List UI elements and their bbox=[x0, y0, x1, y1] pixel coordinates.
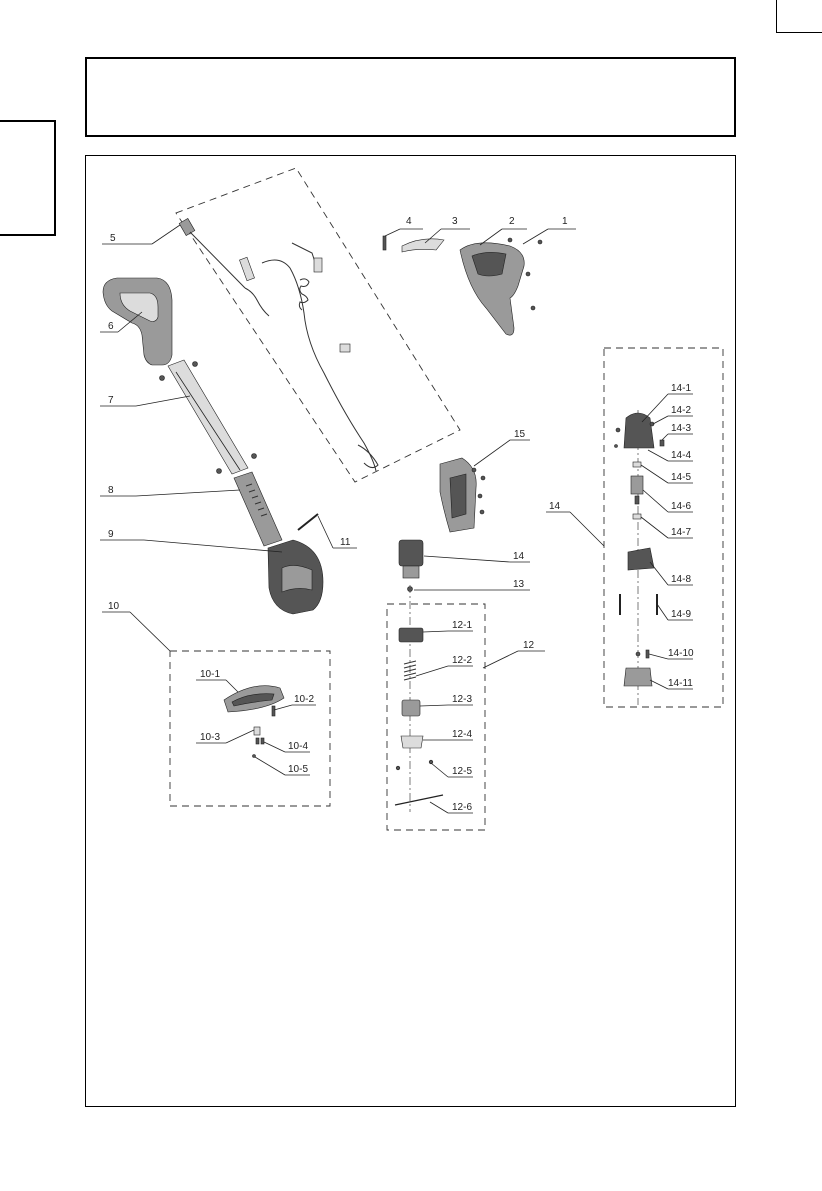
group-10-outline bbox=[170, 651, 330, 806]
label-12-6: 12-6 bbox=[452, 802, 472, 813]
guard-parts bbox=[224, 686, 284, 758]
label-12-2: 12-2 bbox=[452, 655, 472, 666]
cover-parts bbox=[383, 236, 542, 335]
label-9: 9 bbox=[108, 529, 114, 540]
label-14-11: 14-11 bbox=[668, 678, 693, 689]
label-2: 2 bbox=[509, 216, 515, 227]
label-15: 15 bbox=[514, 429, 526, 440]
label-6: 6 bbox=[108, 321, 114, 332]
label-3: 3 bbox=[452, 216, 458, 227]
label-10-4: 10-4 bbox=[288, 741, 308, 752]
label-14-6: 14-6 bbox=[671, 501, 691, 512]
screw-11 bbox=[298, 514, 318, 530]
label-10: 10 bbox=[108, 601, 120, 612]
label-14-10: 14-10 bbox=[668, 648, 694, 659]
label-1: 1 bbox=[562, 216, 568, 227]
motor-part bbox=[399, 540, 423, 592]
group-14-outline bbox=[604, 348, 723, 707]
label-8: 8 bbox=[108, 485, 114, 496]
label-12-3: 12-3 bbox=[452, 694, 472, 705]
label-12-4: 12-4 bbox=[452, 729, 472, 740]
label-5: 5 bbox=[110, 233, 116, 244]
label-10-3: 10-3 bbox=[200, 732, 220, 743]
label-12-5: 12-5 bbox=[452, 766, 472, 777]
label-4: 4 bbox=[406, 216, 412, 227]
label-10-5: 10-5 bbox=[288, 764, 308, 775]
label-10-1: 10-1 bbox=[200, 669, 220, 680]
label-14-group: 14 bbox=[549, 501, 561, 512]
label-14-9: 14-9 bbox=[671, 609, 691, 620]
lower-tube-part bbox=[234, 472, 282, 546]
label-10-2: 10-2 bbox=[294, 694, 314, 705]
label-14-3: 14-3 bbox=[671, 423, 691, 434]
label-14-4: 14-4 bbox=[671, 450, 691, 461]
shaft-tube-part bbox=[160, 360, 257, 474]
label-14-1: 14-1 bbox=[671, 383, 691, 394]
label-14-8: 14-8 bbox=[671, 574, 691, 585]
spool-parts bbox=[395, 628, 443, 805]
label-14-7: 14-7 bbox=[671, 527, 691, 538]
gearbox-parts bbox=[615, 413, 665, 686]
label-11: 11 bbox=[340, 537, 351, 548]
label-7: 7 bbox=[108, 395, 114, 406]
housing-half-part bbox=[440, 458, 485, 532]
label-12: 12 bbox=[523, 640, 535, 651]
label-14: 14 bbox=[513, 551, 525, 562]
label-14-2: 14-2 bbox=[671, 405, 691, 416]
label-12-1: 12-1 bbox=[452, 620, 472, 631]
label-14-5: 14-5 bbox=[671, 472, 691, 483]
label-13: 13 bbox=[513, 579, 525, 590]
